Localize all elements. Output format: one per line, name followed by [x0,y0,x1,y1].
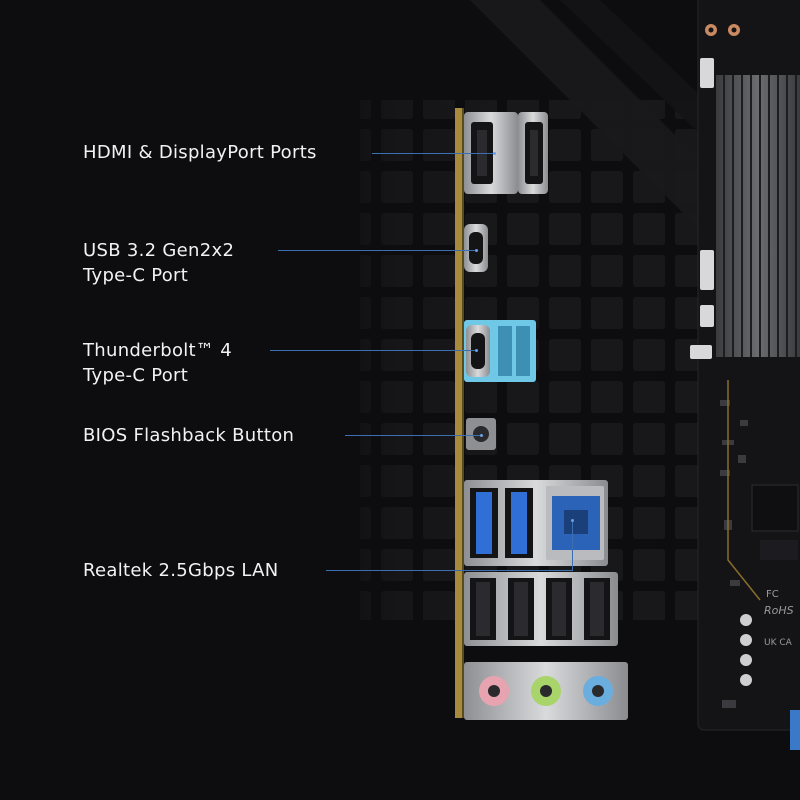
usb2-block [464,572,618,646]
callout-label: USB 3.2 Gen2x2 [83,240,235,261]
usb-c-gen2x2-port [464,224,488,272]
leader-line-vertical [572,520,573,571]
io-shield [455,108,462,718]
callout-realtek-lan: Realtek 2.5Gbps LAN [83,558,279,583]
rohs-mark: RoHS [764,604,794,617]
leader-line [326,570,572,571]
callout-thunderbolt-4: Thunderbolt™ 4 Type-C Port [83,338,232,388]
leader-line [278,250,476,251]
leader-dot [475,349,478,352]
audio-jacks [464,662,628,720]
leader-dot [480,434,483,437]
callout-label: Type-C Port [83,265,189,286]
leader-line [372,153,494,154]
leader-dot [475,249,478,252]
leader-line [345,435,481,436]
thunderbolt-4-port [464,320,536,382]
ukca-mark: UK CA [764,638,793,648]
callout-label: Thunderbolt™ 4 [83,340,232,361]
callout-bios-flashback: BIOS Flashback Button [83,423,294,448]
leader-dot [571,519,574,522]
callout-hdmi-displayport: HDMI & DisplayPort Ports [83,140,317,165]
leader-line [270,350,476,351]
callout-label: BIOS Flashback Button [83,425,295,446]
callout-label: Realtek 2.5Gbps LAN [83,560,279,581]
fc-mark: FC [766,589,779,600]
callout-label: Type-C Port [83,365,189,386]
leader-dot [493,152,496,155]
callout-usb-c-gen2x2: USB 3.2 Gen2x2 Type-C Port [83,238,234,288]
usb-lan-block [464,480,608,566]
callout-label: HDMI & DisplayPort Ports [83,142,317,163]
